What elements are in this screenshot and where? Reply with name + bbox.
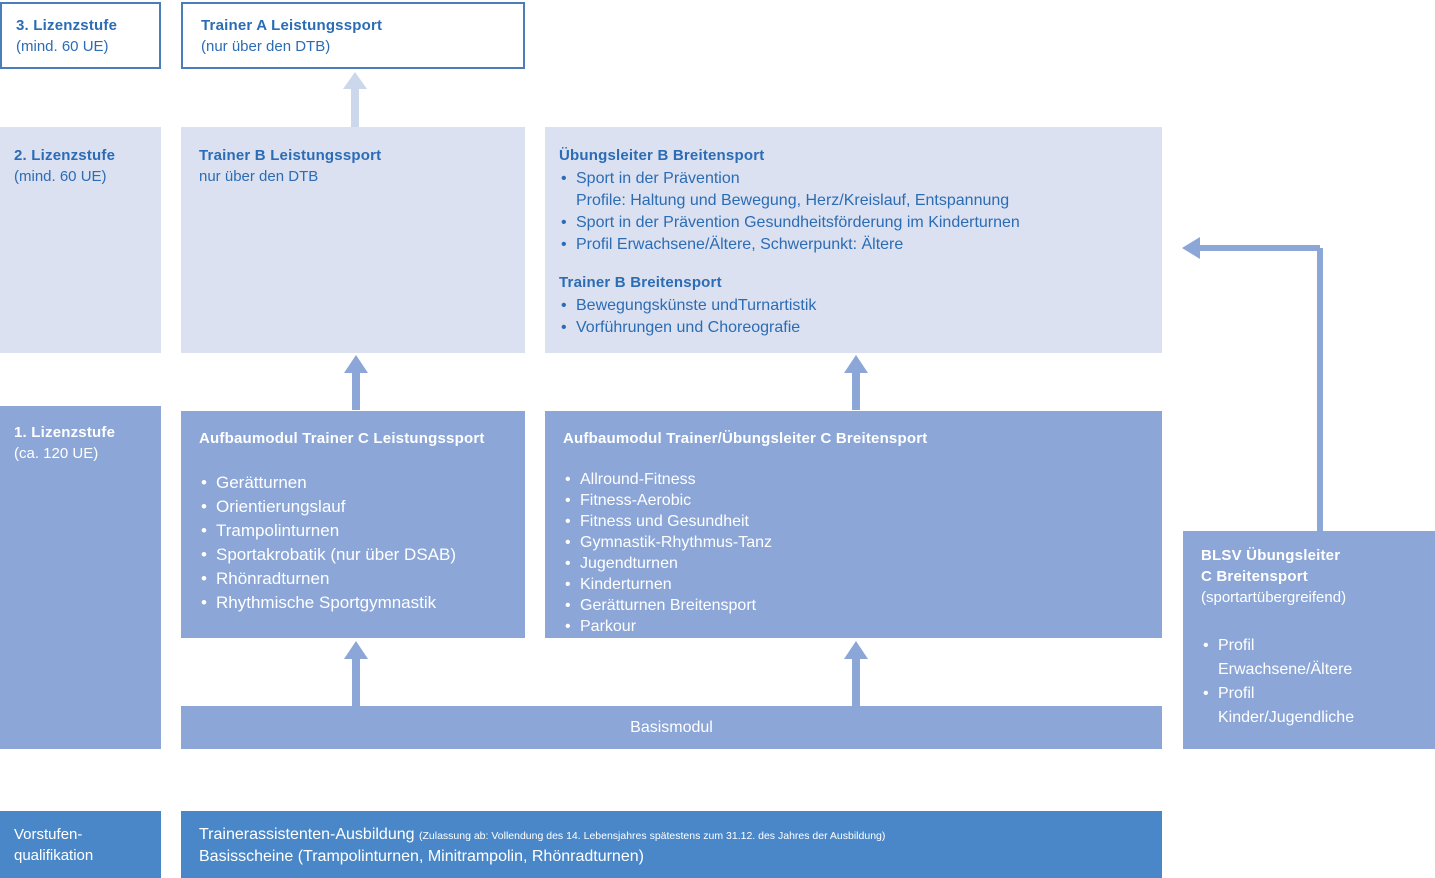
- trainer-b-leistung-title: Trainer B Leistungssport: [199, 147, 382, 164]
- list-item-text: Gerätturnen: [216, 473, 307, 492]
- trainer-b-breiten-title: Trainer B Breitensport: [559, 274, 722, 291]
- list-item-text: Profil: [1218, 637, 1255, 654]
- list-item-text: Kinderturnen: [580, 576, 672, 593]
- list-item: Sport in der Prävention Gesundheitsförde…: [559, 212, 1162, 234]
- uebungsleiter-b-list: Sport in der Prävention Profile: Haltung…: [559, 168, 1162, 256]
- level3-title: 3. Lizenzstufe: [16, 17, 118, 34]
- list-item: Fitness und Gesundheit: [563, 511, 1162, 532]
- list-item-text: Vorführungen und Choreografie: [576, 319, 801, 336]
- list-item-text: Fitness-Aerobic: [580, 492, 692, 509]
- aufbau-leistung-title: Aufbaumodul Trainer C Leistungssport: [199, 430, 485, 447]
- level3-label-box: 3. Lizenzstufe (mind. 60 UE): [0, 2, 161, 69]
- basisscheine-line: Basisscheine (Trampolinturnen, Minitramp…: [199, 848, 644, 865]
- list-item-subtext: Erwachsene/Ältere: [1218, 661, 1353, 678]
- list-item-text: Rhythmische Sportgymnastik: [216, 593, 437, 612]
- list-item: Rhythmische Sportgymnastik: [199, 591, 525, 615]
- section-spacer: [559, 256, 1162, 272]
- blsv-subtitle: (sportartübergreifend): [1201, 589, 1347, 606]
- list-item: Orientierungslauf: [199, 495, 525, 519]
- list-item-text: Gerätturnen Breitensport: [580, 597, 757, 614]
- vorstufe-line2: qualifikation: [14, 847, 94, 864]
- list-item-text: Fitness und Gesundheit: [580, 513, 749, 530]
- basismodul-box[interactable]: Basismodul: [181, 706, 1162, 749]
- level2-label-box: 2. Lizenzstufe (mind. 60 UE): [0, 127, 161, 353]
- list-item: Profil Kinder/Jugendliche: [1201, 682, 1435, 730]
- arrow-up-to-aufbau-leistung: [344, 641, 368, 708]
- arrow-blsv-to-uebungsleiter-b: [1182, 237, 1323, 532]
- list-item: Jugendturnen: [563, 553, 1162, 574]
- trainer-a-subtitle: (nur über den DTB): [201, 38, 331, 55]
- level1-title: 1. Lizenzstufe: [14, 424, 116, 441]
- list-item-text: Bewegungskünste undTurnartistik: [576, 297, 817, 314]
- aufbaumodul-breitensport-box[interactable]: Aufbaumodul Trainer/Übungsleiter C Breit…: [545, 411, 1162, 638]
- blsv-title-line2: C Breitensport: [1201, 568, 1308, 585]
- list-item-text: Trampolinturnen: [216, 521, 340, 540]
- list-item: Profil Erwachsene/Ältere: [1201, 634, 1435, 682]
- level2-subtitle: (mind. 60 UE): [14, 168, 107, 185]
- list-item-text: Profil Erwachsene/Ältere, Schwerpunkt: Ä…: [576, 236, 904, 253]
- list-item-subtext: Kinder/Jugendliche: [1218, 709, 1355, 726]
- trainer-b-leistung-subtitle: nur über den DTB: [199, 168, 319, 185]
- trainer-b-breiten-list: Bewegungskünste undTurnartistik Vorführu…: [559, 295, 1162, 339]
- list-item: Sport in der Prävention Profile: Haltung…: [559, 168, 1162, 212]
- blsv-uebungsleiter-box[interactable]: BLSV Übungsleiter C Breitensport (sporta…: [1183, 531, 1435, 749]
- vorstufe-line1: Vorstufen-: [14, 826, 83, 843]
- list-item: Sportakrobatik (nur über DSAB): [199, 543, 525, 567]
- uebungsleiter-b-breitensport-box[interactable]: Übungsleiter B Breitensport Sport in der…: [545, 127, 1162, 353]
- basismodul-label: Basismodul: [630, 718, 713, 736]
- trainer-a-box[interactable]: Trainer A Leistungssport (nur über den D…: [181, 2, 525, 69]
- list-item: Trampolinturnen: [199, 519, 525, 543]
- list-item: Kinderturnen: [563, 574, 1162, 595]
- level1-label-box: 1. Lizenzstufe (ca. 120 UE): [0, 406, 161, 749]
- list-item: Gymnastik-Rhythmus-Tanz: [563, 532, 1162, 553]
- vorstufe-content-box[interactable]: Trainerassistenten-Ausbildung (Zulassung…: [181, 811, 1162, 878]
- list-item-text: Sportakrobatik (nur über DSAB): [216, 545, 456, 564]
- list-item: Allround-Fitness: [563, 469, 1162, 490]
- arrow-up-to-trainer-b-leistung: [344, 355, 368, 410]
- arrow-up-to-uebungsleiter-b: [844, 355, 868, 410]
- list-item-text: Profil: [1218, 685, 1255, 702]
- blsv-title-line1: BLSV Übungsleiter: [1201, 547, 1341, 564]
- list-item: Bewegungskünste undTurnartistik: [559, 295, 1162, 317]
- list-item: Gerätturnen: [199, 471, 525, 495]
- uebungsleiter-b-title: Übungsleiter B Breitensport: [559, 147, 765, 164]
- list-item-text: Jugendturnen: [580, 555, 678, 572]
- aufbaumodul-leistungssport-box[interactable]: Aufbaumodul Trainer C Leistungssport Ger…: [181, 411, 525, 638]
- list-item-text: Sport in der Prävention Gesundheitsförde…: [576, 214, 1020, 231]
- aufbau-breiten-title: Aufbaumodul Trainer/Übungsleiter C Breit…: [563, 430, 928, 447]
- list-item-text: Allround-Fitness: [580, 471, 696, 488]
- trainerassistenten-title: Trainerassistenten-Ausbildung: [199, 826, 415, 843]
- arrow-up-to-trainer-a: [343, 72, 367, 128]
- list-item: Vorführungen und Choreografie: [559, 317, 1162, 339]
- vorstufe-label-box: Vorstufen- qualifikation: [0, 811, 161, 878]
- trainer-b-leistungssport-box[interactable]: Trainer B Leistungssport nur über den DT…: [181, 127, 525, 353]
- trainerassistenten-line: Trainerassistenten-Ausbildung (Zulassung…: [199, 824, 1162, 846]
- trainerassistenten-note: (Zulassung ab: Vollendung des 14. Lebens…: [418, 830, 886, 842]
- list-item-text: Sport in der Prävention: [576, 170, 740, 187]
- arrow-up-to-aufbau-breiten: [844, 641, 868, 708]
- list-item-text: Rhönradturnen: [216, 569, 330, 588]
- list-item: Profil Erwachsene/Ältere, Schwerpunkt: Ä…: [559, 234, 1162, 256]
- list-item-text: Gymnastik-Rhythmus-Tanz: [580, 534, 773, 551]
- list-item-subtext: Profile: Haltung und Bewegung, Herz/Krei…: [576, 192, 1010, 209]
- level3-subtitle: (mind. 60 UE): [16, 38, 109, 55]
- list-item: Gerätturnen Breitensport: [563, 595, 1162, 616]
- list-item: Parkour: [563, 616, 1162, 637]
- level2-title: 2. Lizenzstufe: [14, 147, 116, 164]
- aufbau-leistung-list: Gerätturnen Orientierungslauf Trampolint…: [199, 471, 525, 615]
- aufbau-breiten-list: Allround-Fitness Fitness-Aerobic Fitness…: [563, 469, 1162, 637]
- level1-subtitle: (ca. 120 UE): [14, 445, 99, 462]
- list-item: Fitness-Aerobic: [563, 490, 1162, 511]
- list-item: Rhönradturnen: [199, 567, 525, 591]
- trainer-a-title: Trainer A Leistungssport: [201, 17, 383, 34]
- blsv-list: Profil Erwachsene/Ältere Profil Kinder/J…: [1201, 634, 1435, 730]
- list-item-text: Parkour: [580, 618, 637, 635]
- list-item-text: Orientierungslauf: [216, 497, 346, 516]
